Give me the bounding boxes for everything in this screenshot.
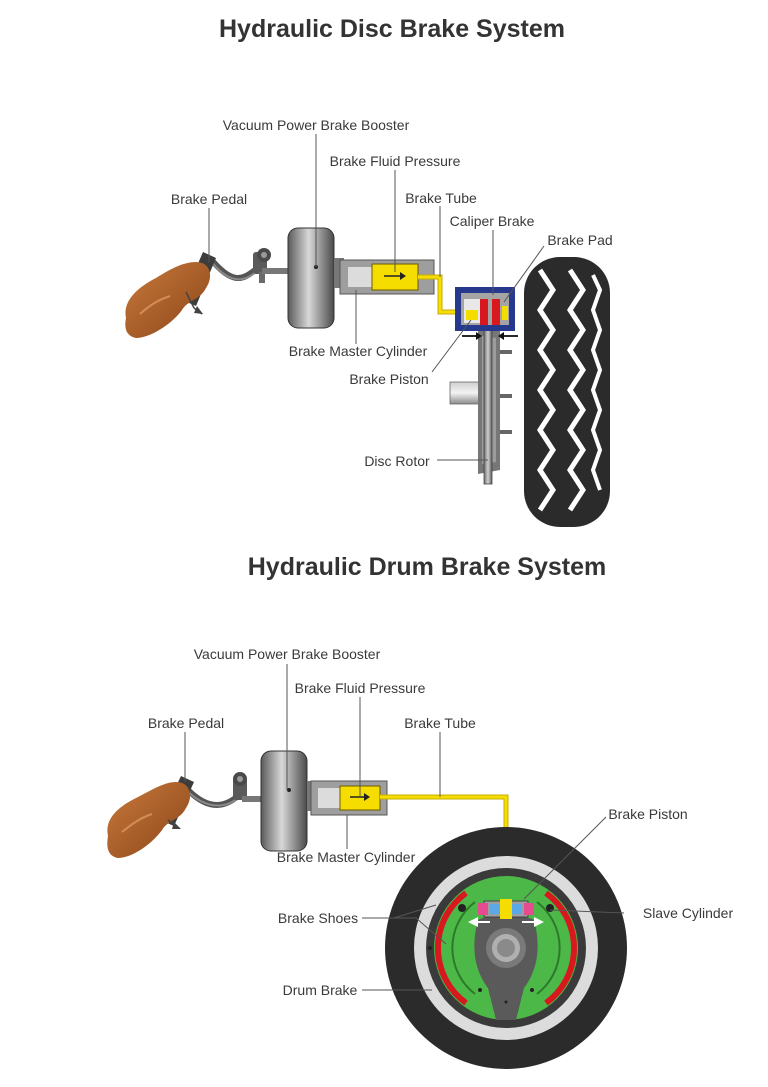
disc-label-master-cylinder: Brake Master Cylinder	[289, 343, 428, 359]
drum-label-brake-shoes: Brake Shoes	[278, 910, 358, 926]
drum-pedal	[107, 772, 262, 858]
drum-hub	[428, 915, 538, 1020]
drum-label-brake-piston: Brake Piston	[608, 806, 687, 822]
drum-master-cylinder	[307, 780, 388, 816]
disc-vacuum-booster	[287, 227, 335, 329]
disc-title: Hydraulic Disc Brake System	[219, 15, 565, 43]
disc-brake-tube	[418, 274, 462, 315]
disc-label-vacuum-booster: Vacuum Power Brake Booster	[223, 117, 410, 133]
drum-title: Hydraulic Drum Brake System	[248, 553, 606, 581]
disc-label-brake-piston: Brake Piston	[349, 371, 428, 387]
disc-label-disc-rotor: Disc Rotor	[364, 453, 430, 469]
drum-slave-cylinder	[458, 899, 554, 927]
disc-master-cylinder	[334, 258, 435, 295]
drum-label-brake-tube: Brake Tube	[404, 715, 476, 731]
drum-label-master-cylinder: Brake Master Cylinder	[277, 849, 416, 865]
disc-caliper	[455, 287, 515, 331]
disc-tire	[524, 257, 610, 527]
disc-label-caliper-brake: Caliper Brake	[450, 213, 535, 229]
disc-label-brake-tube: Brake Tube	[405, 190, 477, 206]
drum-label-vacuum-booster: Vacuum Power Brake Booster	[194, 646, 381, 662]
drum-label-slave-cylinder: Slave Cylinder	[643, 905, 734, 921]
drum-label-brake-pedal: Brake Pedal	[148, 715, 224, 731]
drum-label-drum-brake: Drum Brake	[283, 982, 358, 998]
disc-pedal	[125, 248, 292, 338]
drum-brake-shoes	[435, 890, 577, 1006]
drum-vacuum-booster	[260, 750, 308, 852]
disc-label-brake-pedal: Brake Pedal	[171, 191, 247, 207]
disc-label-brake-pad: Brake Pad	[547, 232, 612, 248]
disc-label-fluid-pressure: Brake Fluid Pressure	[330, 153, 461, 169]
disc-piston-arrows	[462, 332, 518, 340]
drum-label-fluid-pressure: Brake Fluid Pressure	[295, 680, 426, 696]
disc-rotor	[449, 326, 512, 485]
